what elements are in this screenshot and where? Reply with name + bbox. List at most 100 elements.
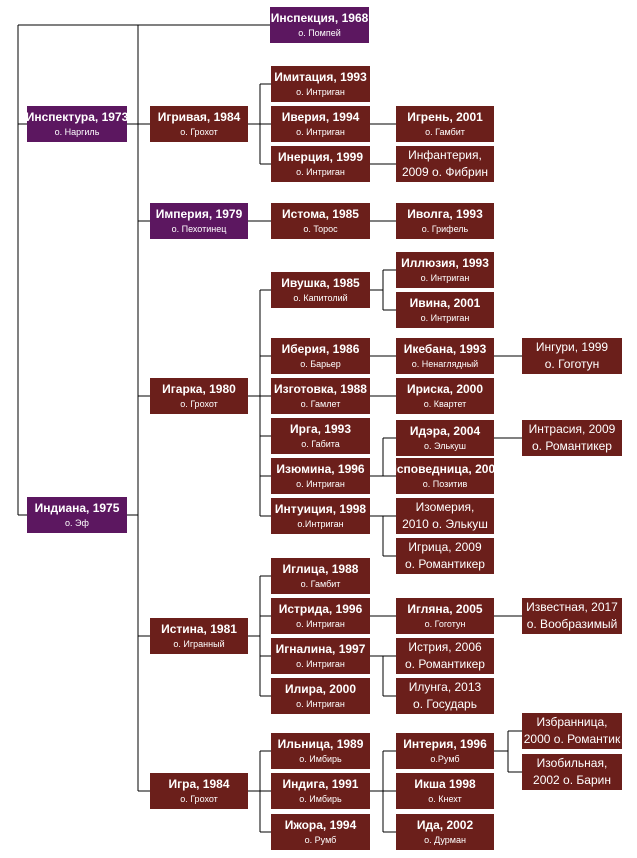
pedigree-node-indiga[interactable]: Индига, 1991 о. Имбирь (271, 773, 370, 809)
pedigree-node-intuiciya[interactable]: Интуиция, 1998 о.Интриган (271, 498, 370, 534)
node-sire: о. Интриган (296, 478, 345, 489)
node-sire: о. Гоготун (544, 356, 600, 371)
node-sire: о. Интриган (420, 272, 470, 283)
node-name-year: Иллюзия, 1993 (401, 255, 489, 270)
node-sire: 2010 о. Элькуш (402, 516, 488, 531)
node-sire: о. Румб (304, 834, 337, 845)
node-name-year: Икебана, 1993 (403, 341, 487, 356)
node-sire: о. Интриган (296, 698, 345, 709)
node-sire: о. Имбирь (299, 753, 342, 764)
node-sire: о. Гамбит (425, 126, 465, 137)
pedigree-node-imperiya[interactable]: Империя, 1979 о. Пехотинец (150, 203, 248, 239)
node-sire: о. Кнехт (428, 793, 462, 804)
node-name-year: Интерия, 1996 (403, 736, 487, 751)
pedigree-node-izobilnaya[interactable]: Изобильная,2002 о. Барин (522, 754, 622, 790)
node-sire: о. Позитив (422, 478, 468, 489)
node-name-year: Известная, 2017 (526, 599, 618, 614)
node-name-year: Истрида, 1996 (278, 601, 363, 616)
node-name-year: Индиана, 1975 (34, 500, 120, 515)
node-sire: о. Грохот (180, 126, 218, 137)
pedigree-node-izvestnaya[interactable]: Известная, 2017 о. Вообразимый (522, 598, 622, 634)
node-sire: о. Эф (65, 517, 89, 528)
node-name-year: Игляна, 2005 (407, 601, 483, 616)
pedigree-node-illyuziya[interactable]: Иллюзия, 1993 о. Интриган (396, 252, 494, 288)
node-sire: о. Грохот (180, 398, 218, 409)
node-sire: о. Интриган (296, 86, 345, 97)
pedigree-node-indiana[interactable]: Индиана, 1975 о. Эф (27, 497, 127, 533)
node-sire: о. Вообразимый (526, 616, 618, 631)
node-name-year: Истома, 1985 (282, 206, 359, 221)
node-sire: о. Романтикер (405, 656, 485, 671)
node-sire: о. Интриган (296, 166, 345, 177)
node-name-year: Интуиция, 1998 (274, 501, 367, 516)
node-name-year: Икша 1998 (414, 776, 476, 791)
node-name-year: Илунга, 2013 (408, 679, 482, 694)
node-sire: о. Грохот (180, 793, 218, 804)
pedigree-node-istoma[interactable]: Истома, 1985 о. Торос (271, 203, 370, 239)
node-name-year: Игарка, 1980 (162, 381, 236, 396)
pedigree-node-izbrannica[interactable]: Избранница,2000 о. Романтик (522, 713, 622, 749)
node-name-year: Игра, 1984 (168, 776, 230, 791)
pedigree-node-ikebana[interactable]: Икебана, 1993 о. Ненаглядный (396, 338, 494, 374)
node-name-year: Индига, 1991 (282, 776, 359, 791)
node-name-year: Ижора, 1994 (284, 817, 357, 832)
node-sire: о. Дурман (424, 834, 466, 845)
node-name-year: Империя, 1979 (155, 206, 243, 221)
node-sire: о. Торос (303, 223, 338, 234)
pedigree-node-istina[interactable]: Истина, 1981 о. Игранный (150, 618, 248, 654)
pedigree-node-izhora[interactable]: Ижора, 1994 о. Румб (271, 814, 370, 850)
node-name-year: Истина, 1981 (161, 621, 237, 636)
pedigree-node-inerciya[interactable]: Инерция, 1999 о. Интриган (271, 146, 370, 182)
node-sire: 2009 о. Фибрин (401, 164, 489, 179)
node-sire: о. Имбирь (299, 793, 342, 804)
node-name-year: Иберия, 1986 (281, 341, 360, 356)
node-sire: о.Интриган (297, 518, 344, 529)
pedigree-node-iksha[interactable]: Икша 1998 о. Кнехт (396, 773, 494, 809)
node-name-year: Изомерия, (415, 499, 475, 514)
node-sire: о. Габита (301, 438, 340, 449)
pedigree-node-infanteriya[interactable]: Инфантерия,2009 о. Фибрин (396, 146, 494, 182)
node-sire: о. Капитолий (293, 292, 348, 303)
node-sire: о. Пехотинец (171, 223, 227, 234)
node-name-year: Интрасия, 2009 (528, 421, 616, 436)
node-name-year: Ириска, 2000 (406, 381, 484, 396)
node-sire: о. Романтикер (405, 556, 485, 571)
node-name-year: Игривая, 1984 (157, 109, 241, 124)
node-sire: о. Ненаглядный (411, 358, 479, 369)
node-sire: о. Игранный (173, 638, 225, 649)
pedigree-node-igrivaya[interactable]: Игривая, 1984 о. Грохот (150, 106, 248, 142)
node-sire: о. Интриган (296, 658, 345, 669)
pedigree-node-igarka[interactable]: Игарка, 1980 о. Грохот (150, 378, 248, 414)
pedigree-node-izomeriya[interactable]: Изомерия, 2010 о. Элькуш (396, 498, 494, 534)
pedigree-node-igra[interactable]: Игра, 1984 о. Грохот (150, 773, 248, 809)
node-name-year: Инерция, 1999 (278, 149, 363, 164)
